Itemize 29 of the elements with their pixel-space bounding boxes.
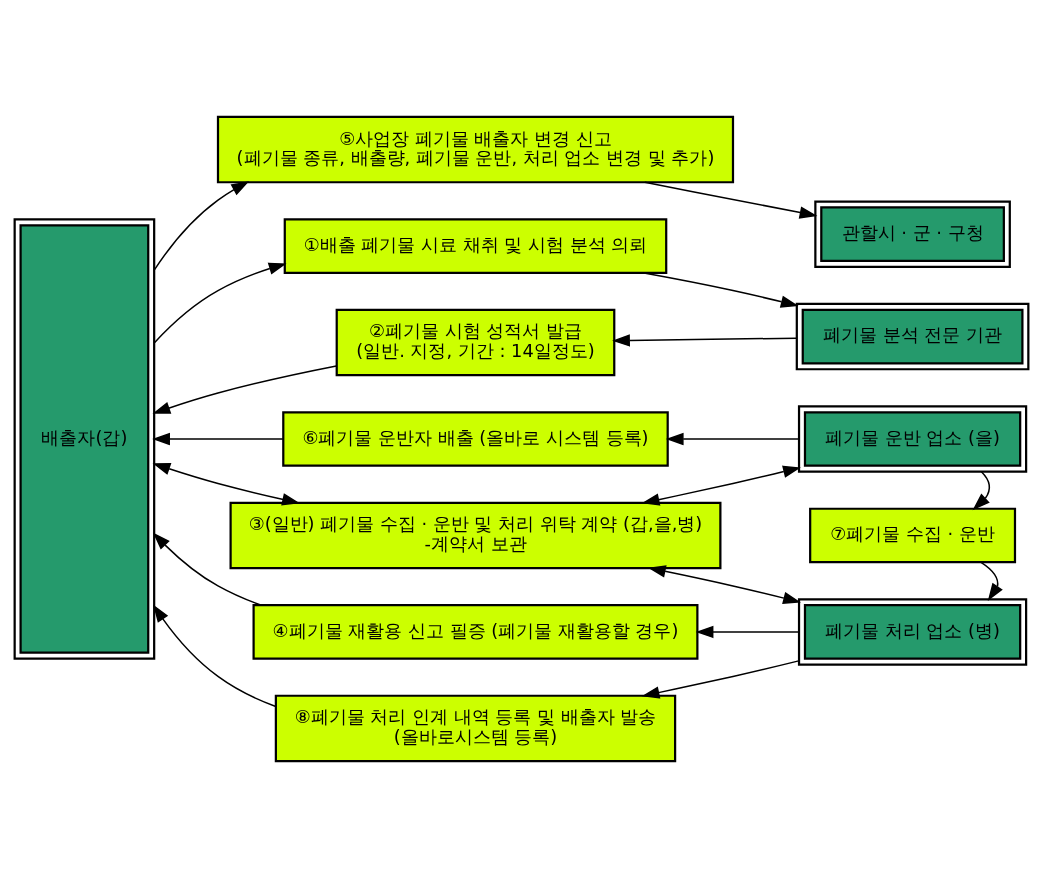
node-box: 폐기물 분석 전문 기관 <box>795 302 1030 371</box>
node-box: 관할시 · 군 · 구청 <box>814 200 1011 268</box>
node-box: ⑥폐기물 운반자 배출 (올바로 시스템 등록) <box>282 411 669 467</box>
node-box: ②폐기물 시험 성적서 발급 (일반. 지정, 기간 : 14일정도) <box>335 308 616 377</box>
arrow <box>647 565 801 605</box>
arrow <box>641 660 800 699</box>
node-box: ⑧폐기물 처리 인계 내역 등록 및 배출자 발송 (올바로시스템 등록) <box>274 694 677 763</box>
node-box: ④폐기물 재활용 신고 필증 (폐기물 재활용할 경우) <box>252 604 699 660</box>
node-box: 배출자(갑) <box>13 218 156 660</box>
node-box: ③(일반) 폐기물 수집 · 운반 및 처리 위탁 계약 (갑,을,병) -계약서 보관 <box>229 501 722 570</box>
arrow <box>152 365 338 414</box>
arrow <box>641 465 801 506</box>
arrow <box>152 463 300 506</box>
node-box: 폐기물 처리 업소 (병) <box>797 598 1028 666</box>
arrow <box>972 470 991 511</box>
arrow <box>153 181 250 271</box>
arrow <box>665 432 800 446</box>
arrow <box>612 334 798 347</box>
arrow <box>644 181 818 219</box>
arrow <box>153 262 287 344</box>
arrow <box>695 625 800 639</box>
arrow <box>152 532 262 606</box>
node-box: 폐기물 운반 업소 (을) <box>797 405 1028 473</box>
arrow <box>980 561 1003 602</box>
arrow <box>152 432 284 446</box>
arrow <box>153 604 277 708</box>
node-box: ①배출 폐기물 시료 채취 및 시험 분석 의뢰 <box>283 218 668 274</box>
node-box: ⑤사업장 폐기물 배출자 변경 신고 (폐기물 종류, 배출량, 폐기물 운반, 처리 업소 변경 및 추가) <box>216 115 735 184</box>
node-box: ⑦폐기물 수집 · 운반 <box>809 507 1017 564</box>
